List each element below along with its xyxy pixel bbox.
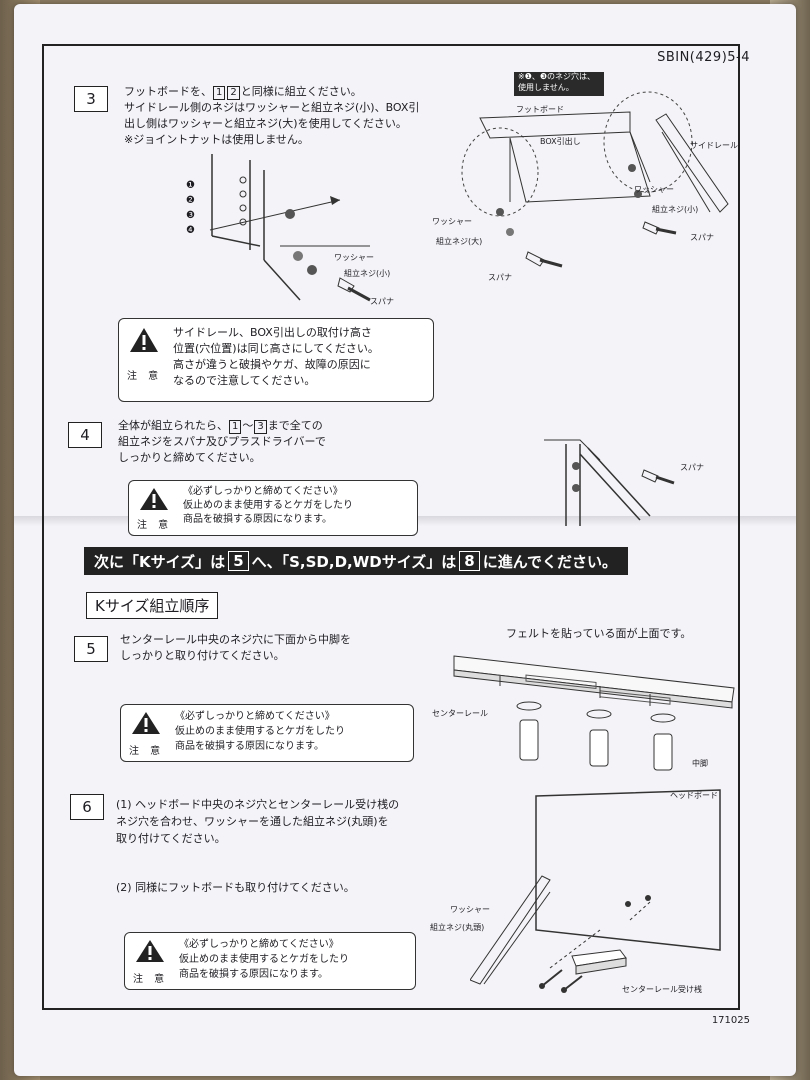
label-headboard: ヘッドボード [670,791,718,800]
warning-icon [131,711,161,735]
label-washer-left: ワッシャー [432,217,472,226]
hole-3: ❸ [186,210,195,221]
step-3-text-a: フットボードを、 [124,85,212,98]
label-screw-small: 組立ネジ(小) [344,269,391,278]
step-5-diagram [453,655,735,771]
step-5-number: 5 [74,636,108,662]
step-ref-1b: 1 [229,420,242,434]
caution-label: 注 意 [137,520,173,531]
step-4-number: 4 [68,422,102,448]
label-footboard: フットボード [516,105,564,114]
label-rail-receiver: センターレール受け桟 [622,985,702,994]
step-6-instruction-2: (2) 同様にフットボードも取り付けてください。 [116,881,355,894]
label-middle-leg: 中脚 [692,759,708,768]
banner-step-8: 8 [459,551,480,571]
step-4-diagram [544,439,675,526]
label-spanner: スパナ [370,297,394,306]
step-6-diagram [470,789,721,993]
caution-label: 注 意 [133,974,169,985]
step-4-caution-box: 注 意 《必ずしっかりと締めてください》 仮止めのまま使用するとケガをしたり 商… [128,480,418,536]
step-3-number: 3 [74,86,108,112]
step-ref-3: 3 [254,420,267,434]
step-3-text-c: サイドレール側のネジはワッシャーと組立ネジ(小)、BOX引 出し側はワッシャーと… [124,101,420,146]
step-3-caution-box: 注 意 サイドレール、BOX引出しの取付け高さ 位置(穴位置)は同じ高さにしてく… [118,318,434,402]
felt-note: フェルトを貼っている面が上面です。 [506,627,692,640]
label-spanner-step4: スパナ [680,463,704,472]
label-washer-step6: ワッシャー [450,905,490,914]
hole-2: ❷ [186,195,195,206]
step-ref-1: 1 [213,86,226,100]
caution-text: 《必ずしっかりと締めてください》 仮止めのまま使用するとケガをしたり 商品を破損… [179,939,349,980]
step-4-tilde: ～ [242,419,254,432]
section-title: Kサイズ組立順序 [86,592,219,619]
label-screw-small-right: 組立ネジ(小) [652,205,699,214]
hole-4: ❹ [186,225,195,236]
label-washer: ワッシャー [334,253,374,262]
label-side-rail: サイドレール [690,141,738,150]
caution-text: 《必ずしっかりと締めてください》 仮止めのまま使用するとケガをしたり 商品を破損… [183,486,353,525]
label-unused-holes-note: ※❶、❸のネジ穴は、 使用しません。 [518,72,596,92]
hole-1: ❶ [186,180,195,191]
warning-icon [135,939,165,963]
label-box-drawer: BOX引出し [540,137,581,146]
label-screw-large: 組立ネジ(大) [436,237,483,246]
banner-text-1: 次に「Kサイズ」は [94,552,226,571]
step-3-closeup-diagram [209,154,371,302]
caution-text: 《必ずしっかりと締めてください》 仮止めのまま使用するとケガをしたり 商品を破損… [175,711,345,752]
instruction-sheet [14,4,796,1076]
label-spanner-right: スパナ [690,233,714,242]
label-spanner-left: スパナ [488,273,512,282]
step-5-caution-box: 注 意 《必ずしっかりと締めてください》 仮止めのまま使用するとケガをしたり 商… [120,704,414,762]
step-ref-2: 2 [227,86,240,100]
step-5-instruction: センターレール中央のネジ穴に下面から中脚を しっかりと取り付けてください。 [120,633,351,662]
caution-label: 注 意 [129,746,165,757]
label-washer-right: ワッシャー [634,185,674,194]
caution-text: サイドレール、BOX引出しの取付け高さ 位置(穴位置)は同じ高さにしてください。… [173,326,379,387]
step-4-text-b: まで全ての 組立ネジをスパナ及びプラスドライバーで しっかりと締めてください。 [118,419,326,464]
step-4-text-a: 全体が組立られたら、 [118,419,228,432]
label-center-rail: センターレール [432,709,488,718]
step-3-text-b: と同様に組立ください。 [240,85,362,98]
warning-icon [139,487,169,511]
step-6-caution-box: 注 意 《必ずしっかりと締めてください》 仮止めのまま使用するとケガをしたり 商… [124,932,416,990]
label-screw-round: 組立ネジ(丸頭) [430,923,485,932]
document-code: SBIN(429)5-4 [657,50,750,65]
step-3-overview-diagram [461,72,729,268]
content-frame [42,44,740,1010]
banner-step-5: 5 [228,551,249,571]
caution-label: 注 意 [127,371,163,382]
step-6-instruction-1: (1) ヘッドボード中央のネジ穴とセンターレール受け桟の ネジ穴を合わせ、ワッシ… [116,798,400,845]
footer-code: 171025 [711,1015,750,1026]
hole-number-list: ❶ ❷ ❸ ❹ [186,178,195,238]
warning-icon [129,327,159,353]
step-6-number: 6 [70,794,104,820]
banner-text-2: へ、「S,SD,D,WDサイズ」は [251,552,457,571]
banner-text-3: に進んでください。 [482,552,617,571]
